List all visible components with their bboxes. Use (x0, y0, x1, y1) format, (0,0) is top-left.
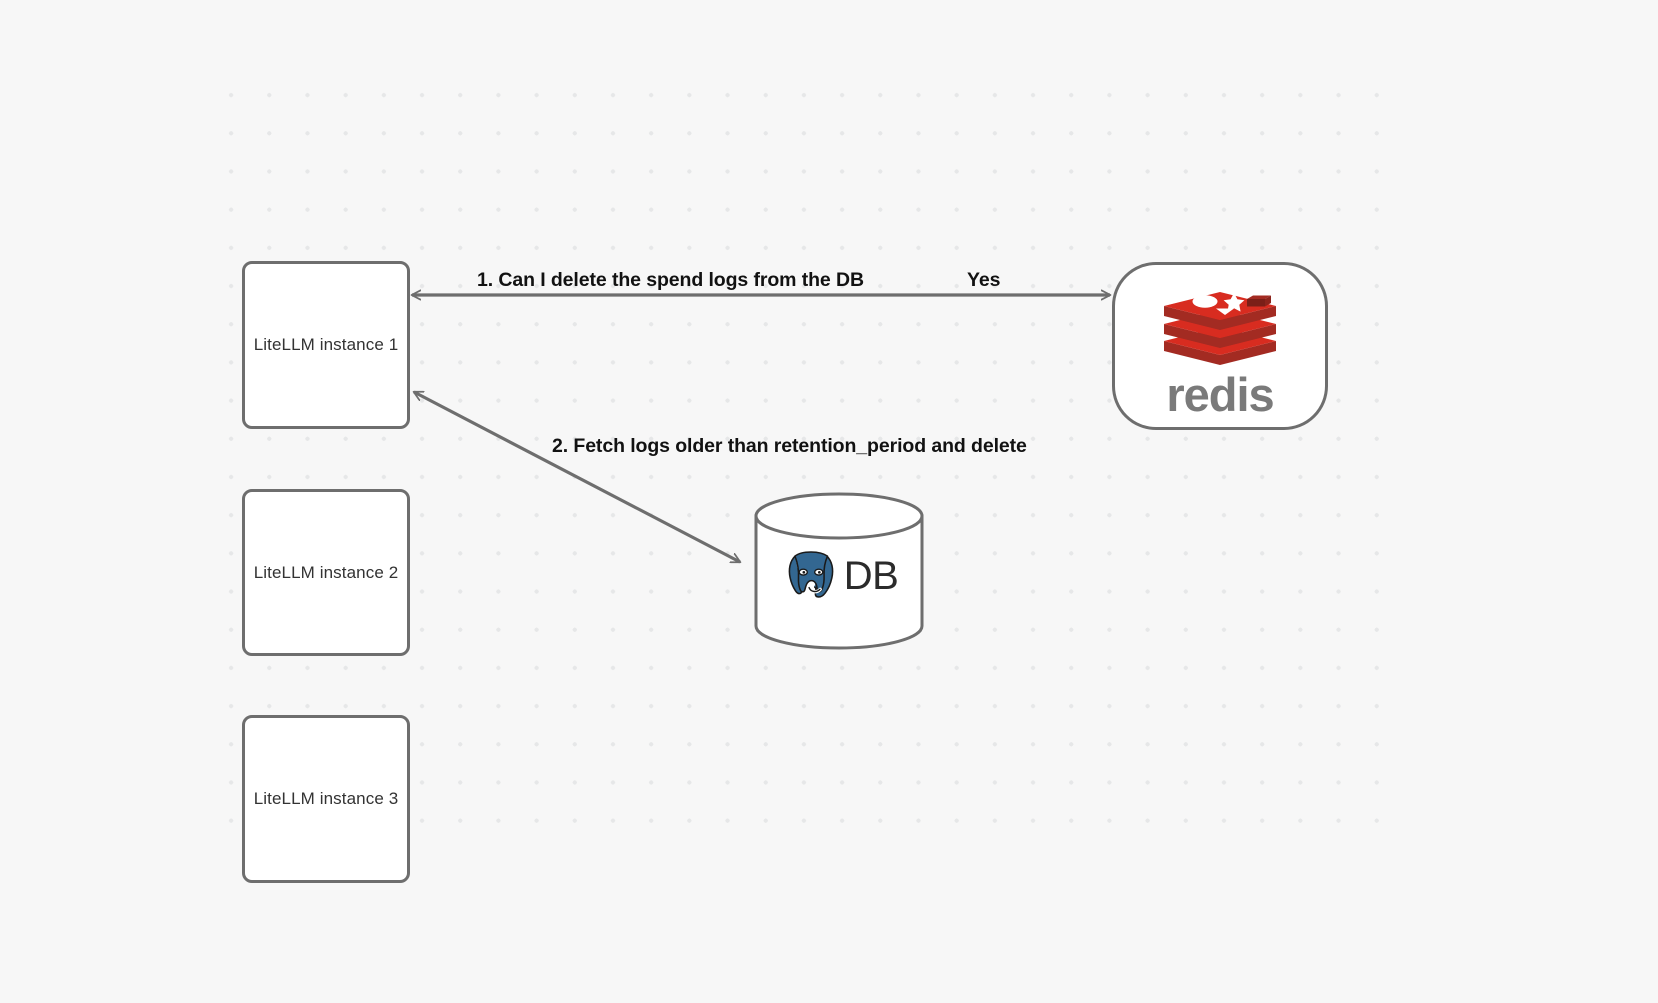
node-redis[interactable]: redis (1112, 262, 1328, 430)
redis-logo-icon (1164, 291, 1276, 365)
postgresql-elephant-icon (786, 550, 835, 601)
node-litellm-instance-3[interactable]: LiteLLM instance 3 (242, 715, 410, 883)
database-cylinder-shape (754, 492, 924, 650)
node-litellm-instance-1[interactable]: LiteLLM instance 1 (242, 261, 410, 429)
edge-label-redis-reply: Yes (967, 269, 1001, 291)
node-postgres-db[interactable]: DB (753, 492, 925, 650)
node-litellm-instance-1-label: LiteLLM instance 1 (253, 335, 399, 354)
edge-label-db-fetch: 2. Fetch logs older than retention_perio… (552, 435, 1027, 457)
node-litellm-instance-2[interactable]: LiteLLM instance 2 (242, 489, 410, 656)
edge-label-redis-request: 1. Can I delete the spend logs from the … (477, 269, 864, 291)
db-label: DB (843, 553, 899, 598)
node-litellm-instance-3-label: LiteLLM instance 3 (253, 789, 399, 808)
edge-litellm1-db (414, 390, 740, 564)
redis-wordmark: redis (1166, 367, 1274, 421)
dot-grid-background (212, 76, 1402, 838)
node-litellm-instance-2-label: LiteLLM instance 2 (253, 562, 399, 582)
